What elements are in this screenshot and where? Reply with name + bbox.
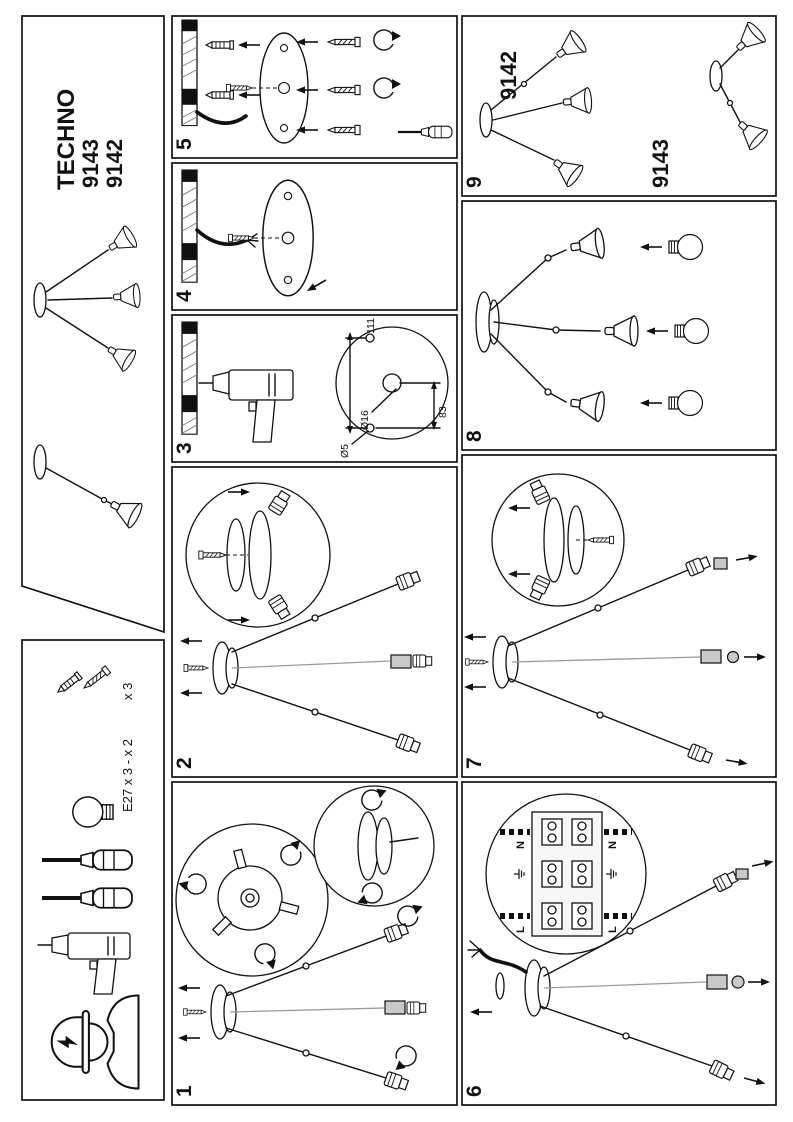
connector-icon bbox=[706, 974, 728, 990]
step-4-frame bbox=[171, 162, 458, 311]
step-9-number: 9 bbox=[463, 176, 486, 188]
step-5-number: 5 bbox=[173, 138, 196, 150]
sleeve-icon bbox=[713, 557, 728, 570]
step-8-number: 8 bbox=[463, 430, 486, 442]
product-label-9143: 9143 bbox=[648, 139, 673, 188]
detail-inset bbox=[185, 482, 331, 628]
panel-step-3: 111 Ø16 Ø5 83 3 bbox=[171, 314, 458, 463]
wall-icon bbox=[181, 321, 198, 435]
arm-assembly bbox=[463, 551, 767, 769]
connector-icon bbox=[384, 1000, 406, 1015]
socket-icon bbox=[412, 654, 433, 668]
drill-icon bbox=[198, 369, 294, 443]
model-number-9143: 9143 bbox=[78, 139, 103, 188]
three-arm-lamp-icon bbox=[33, 224, 142, 374]
dim-offset-label: 83 bbox=[437, 406, 449, 418]
step-9-frame bbox=[461, 15, 777, 197]
drilling-template: 111 Ø16 Ø5 83 bbox=[335, 318, 449, 458]
lightning-bolt-icon bbox=[56, 1035, 79, 1049]
installer-icon bbox=[50, 994, 140, 1090]
panel-step-2: 2 bbox=[171, 466, 458, 778]
panel-step-9: 9142 9143 9 bbox=[461, 15, 777, 197]
finished-lamp-9143 bbox=[709, 19, 771, 153]
detail-inset-plate-face bbox=[175, 823, 329, 977]
model-number-9142: 9142 bbox=[102, 139, 127, 188]
connector-icon bbox=[390, 654, 412, 669]
step-1-number: 1 bbox=[173, 1085, 196, 1097]
socket-icon bbox=[406, 1001, 427, 1015]
anchor-quantity-label: x 3 bbox=[120, 683, 135, 700]
finished-lamp-9142 bbox=[479, 28, 593, 189]
dim-fix-hole-label: Ø5 bbox=[339, 444, 351, 458]
panel-step-4: 4 bbox=[171, 162, 458, 311]
wall-icon bbox=[181, 19, 198, 127]
panel-step-8: 8 bbox=[461, 200, 777, 451]
connector-icon bbox=[700, 649, 722, 664]
neutral-label-right: N bbox=[607, 841, 619, 849]
neutral-label-left: N bbox=[515, 841, 527, 849]
sleeve-icon bbox=[735, 868, 749, 880]
step-6-number: 6 bbox=[463, 1085, 486, 1097]
detail-inset bbox=[491, 473, 625, 607]
single-arm-lamp-icon bbox=[33, 444, 145, 530]
title-panel: TECHNO 9143 9142 bbox=[21, 15, 165, 634]
dim-center-hole-label: Ø16 bbox=[359, 410, 371, 430]
parts-panel: x 3 E27 x 3 - x 2 bbox=[21, 639, 165, 1101]
arm-assembly bbox=[179, 568, 433, 756]
step-3-number: 3 bbox=[173, 442, 196, 454]
live-label-right: L bbox=[607, 926, 619, 933]
live-label-left: L bbox=[515, 926, 527, 933]
product-label-9142: 9142 bbox=[496, 51, 521, 100]
step-7-number: 7 bbox=[463, 757, 486, 769]
step-5-frame bbox=[171, 15, 458, 159]
bulb-spec-label: E27 x 3 - x 2 bbox=[120, 739, 135, 812]
panel-step-7: 7 bbox=[461, 454, 777, 778]
step-4-number: 4 bbox=[173, 290, 196, 302]
mains-wire-icon bbox=[195, 110, 248, 125]
cap-icon bbox=[726, 650, 740, 664]
panel-step-1: 1 bbox=[171, 781, 458, 1106]
wall-icon bbox=[181, 169, 198, 283]
panel-step-5: 5 bbox=[171, 15, 458, 159]
title-panel-frame bbox=[21, 15, 165, 634]
cap-icon bbox=[731, 975, 745, 989]
mains-wire-icon bbox=[478, 948, 528, 974]
lamp-wiring-assembly bbox=[467, 857, 776, 1088]
wiring-inset: N N L L bbox=[485, 793, 647, 955]
drill-icon bbox=[37, 932, 131, 995]
mains-wire-icon bbox=[195, 228, 249, 247]
panel-step-6: N N L L 6 bbox=[461, 781, 777, 1106]
detail-inset-plate-edge bbox=[313, 784, 435, 909]
dim-height-label: 111 bbox=[365, 318, 377, 334]
step-2-number: 2 bbox=[173, 757, 196, 769]
arm-assembly bbox=[177, 900, 429, 1093]
brand-title: TECHNO bbox=[53, 89, 80, 190]
